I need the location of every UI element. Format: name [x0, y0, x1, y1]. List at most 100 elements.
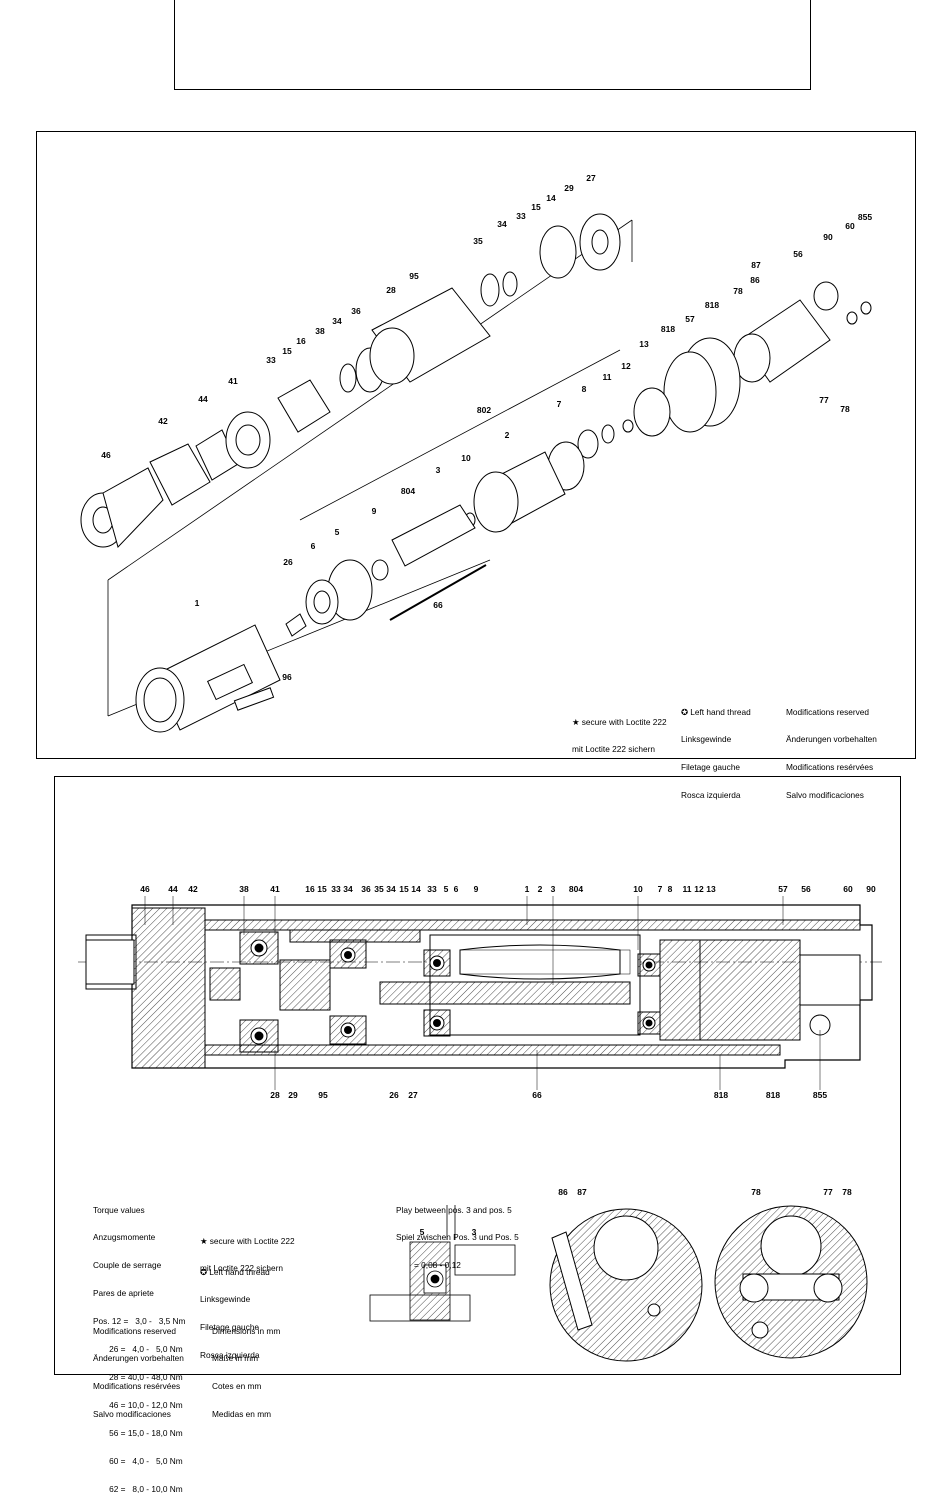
part-label-78: 78: [842, 1187, 852, 1197]
part-label-818: 818: [661, 324, 675, 334]
part-label-78: 78: [733, 286, 743, 296]
part-label-29: 29: [288, 1090, 298, 1100]
part-label-818: 818: [766, 1090, 780, 1100]
part-label-15: 15: [531, 202, 541, 212]
part-label-804: 804: [569, 884, 583, 894]
part-label-34: 34: [497, 219, 507, 229]
part-label-86: 86: [558, 1187, 568, 1197]
part-label-5: 5: [444, 884, 449, 894]
part-label-16: 16: [305, 884, 315, 894]
part-label-60: 60: [845, 221, 855, 231]
part-label-26: 26: [389, 1090, 399, 1100]
part-label-12: 12: [621, 361, 631, 371]
part-label-855: 855: [858, 212, 872, 222]
part-label-15: 15: [282, 346, 292, 356]
part-label-60: 60: [843, 884, 853, 894]
part-label-36: 36: [351, 306, 361, 316]
play-detail: [369, 1205, 516, 1322]
part-label-87: 87: [751, 260, 761, 270]
part-label-8: 8: [668, 884, 673, 894]
part-label-5: 5: [420, 1227, 425, 1237]
part-label-41: 41: [270, 884, 280, 894]
part-label-86: 86: [750, 275, 760, 285]
part-label-33: 33: [266, 355, 276, 365]
part-label-56: 56: [801, 884, 811, 894]
part-label-34: 34: [386, 884, 396, 894]
part-label-33: 33: [331, 884, 341, 894]
part-label-10: 10: [633, 884, 643, 894]
part-label-38: 38: [239, 884, 249, 894]
part-label-10: 10: [461, 453, 471, 463]
part-label-96: 96: [282, 672, 292, 682]
part-label-26: 26: [283, 557, 293, 567]
part-label-90: 90: [823, 232, 833, 242]
section-detail-right: [714, 1205, 868, 1359]
part-label-36: 36: [361, 884, 371, 894]
part-label-13: 13: [706, 884, 716, 894]
part-label-27: 27: [586, 173, 596, 183]
part-label-1: 1: [525, 884, 530, 894]
part-label-818: 818: [705, 300, 719, 310]
dimensions-note: Dimensions in mm Maße in mm Cotes en mm …: [212, 1325, 281, 1420]
part-label-2: 2: [505, 430, 510, 440]
part-label-6: 6: [311, 541, 316, 551]
part-label-28: 28: [386, 285, 396, 295]
part-label-6: 6: [454, 884, 459, 894]
left-thread-note-1: ✪ Left hand thread Linksgewinde Filetage…: [681, 706, 751, 801]
part-label-11: 11: [603, 372, 612, 382]
part-label-14: 14: [411, 884, 421, 894]
leader-lines: [144, 896, 821, 1090]
part-label-802: 802: [477, 405, 491, 415]
section-view-panel: [54, 776, 901, 1375]
exploded-view-panel: [36, 131, 916, 759]
part-label-95: 95: [318, 1090, 328, 1100]
technical-drawing: 2729141533343595283634381615334144424685…: [78, 173, 882, 1362]
part-label-44: 44: [198, 394, 208, 404]
exploded-part-labels: 2729141533343595283634381615334144424685…: [101, 173, 872, 682]
part-label-13: 13: [639, 339, 649, 349]
title-box: [174, 0, 811, 90]
section-assembly: [78, 904, 882, 1069]
part-label-57: 57: [778, 884, 788, 894]
part-label-855: 855: [813, 1090, 827, 1100]
part-label-16: 16: [296, 336, 306, 346]
part-label-56: 56: [793, 249, 803, 259]
part-label-14: 14: [546, 193, 556, 203]
part-label-7: 7: [658, 884, 663, 894]
part-label-44: 44: [168, 884, 178, 894]
loctite-note-1: ★ secure with Loctite 222 mit Loctite 22…: [572, 716, 667, 755]
part-label-34: 34: [343, 884, 353, 894]
modifications-note-2: Modifications reserved Änderungen vorbeh…: [93, 1325, 184, 1420]
part-label-77: 77: [819, 395, 829, 405]
part-label-3: 3: [472, 1227, 477, 1237]
part-label-15: 15: [399, 884, 409, 894]
part-label-28: 28: [270, 1090, 280, 1100]
exploded-assembly: [80, 213, 872, 733]
part-label-57: 57: [685, 314, 695, 324]
loctite-note-2: ★ secure with Loctite 222 mit Loctite 22…: [200, 1235, 295, 1274]
part-label-15: 15: [317, 884, 327, 894]
part-label-9: 9: [372, 506, 377, 516]
part-label-78: 78: [751, 1187, 761, 1197]
part-label-41: 41: [228, 376, 238, 386]
part-label-5: 5: [335, 527, 340, 537]
part-label-1: 1: [195, 598, 200, 608]
part-label-66: 66: [532, 1090, 542, 1100]
part-label-38: 38: [315, 326, 325, 336]
section-detail-left: [549, 1208, 703, 1362]
part-label-46: 46: [101, 450, 111, 460]
left-thread-note-2: ✪ Left hand thread Linksgewinde Filetage…: [200, 1266, 270, 1361]
part-label-78: 78: [840, 404, 850, 414]
part-label-9: 9: [474, 884, 479, 894]
part-label-818: 818: [714, 1090, 728, 1100]
part-label-7: 7: [557, 399, 562, 409]
part-label-90: 90: [866, 884, 876, 894]
part-label-42: 42: [158, 416, 168, 426]
part-label-11: 11: [683, 884, 692, 894]
part-label-66: 66: [433, 600, 443, 610]
part-label-95: 95: [409, 271, 419, 281]
part-label-29: 29: [564, 183, 574, 193]
